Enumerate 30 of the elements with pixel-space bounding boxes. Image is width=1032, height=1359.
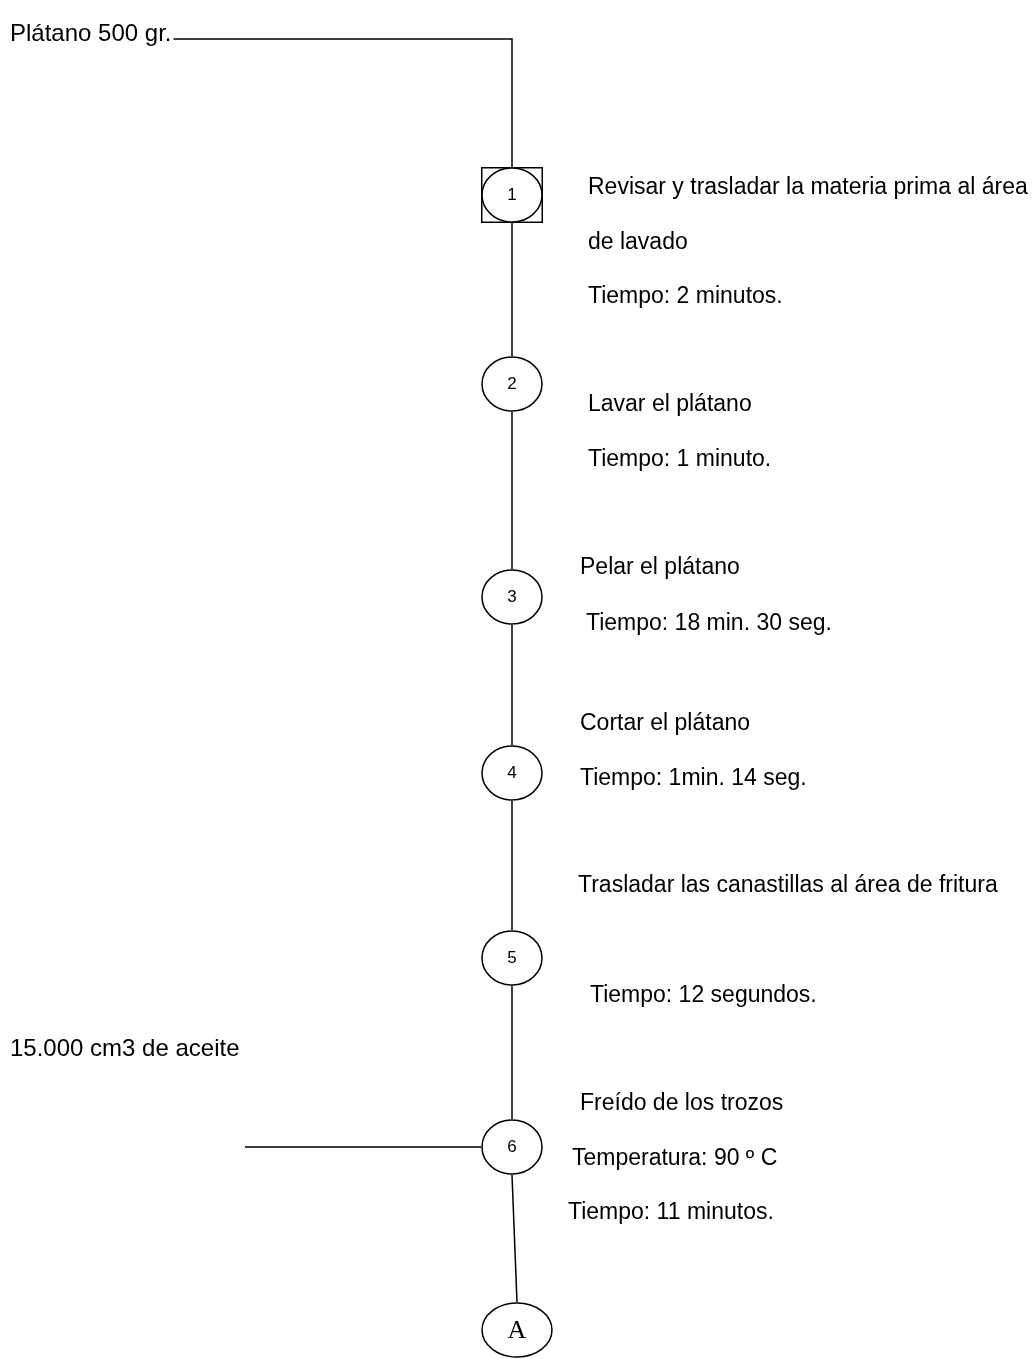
connector-line [511,222,513,357]
connector-line [244,1146,482,1148]
input-label: 15.000 cm3 de aceite [10,1033,240,1063]
operation-circle: 5 [481,930,543,986]
connector-line [172,38,513,168]
step-description: Tiempo: 18 min. 30 seg. [586,608,832,637]
operation-inspection-symbol: 1 [481,167,543,223]
step-description: Tiempo: 1min. 14 seg. [580,763,807,792]
operation-circle: 2 [481,356,543,412]
connector-line [511,800,513,931]
step-description: Freído de los trozos [580,1088,784,1117]
connector-line [511,624,513,746]
connector-line [511,411,513,570]
step-description: Tiempo: 1 minuto. [588,444,772,473]
operation-circle: 4 [481,745,543,801]
input-label: Plátano 500 gr. [10,8,172,58]
step-description: Revisar y trasladar la materia prima al área de lavado [588,172,1029,256]
step-description: Lavar el plátano [588,389,752,418]
step-description: Tiempo: 2 minutos. [588,281,783,310]
step-description: Cortar el plátano [580,708,751,737]
step-description: Tiempo: 11 minutos. [568,1197,774,1226]
step-description: Pelar el plátano [580,552,740,581]
connector-circle: A [481,1302,553,1358]
operation-circle: 6 [481,1119,543,1175]
step-description: Tiempo: 12 segundos. [590,980,817,1009]
step-description: Temperatura: 90 º C [572,1143,778,1172]
operation-circle: 3 [481,569,543,625]
connector-line [511,1174,518,1303]
connector-line [511,985,513,1120]
step-description: Trasladar las canastillas al área de fritura [578,870,998,899]
